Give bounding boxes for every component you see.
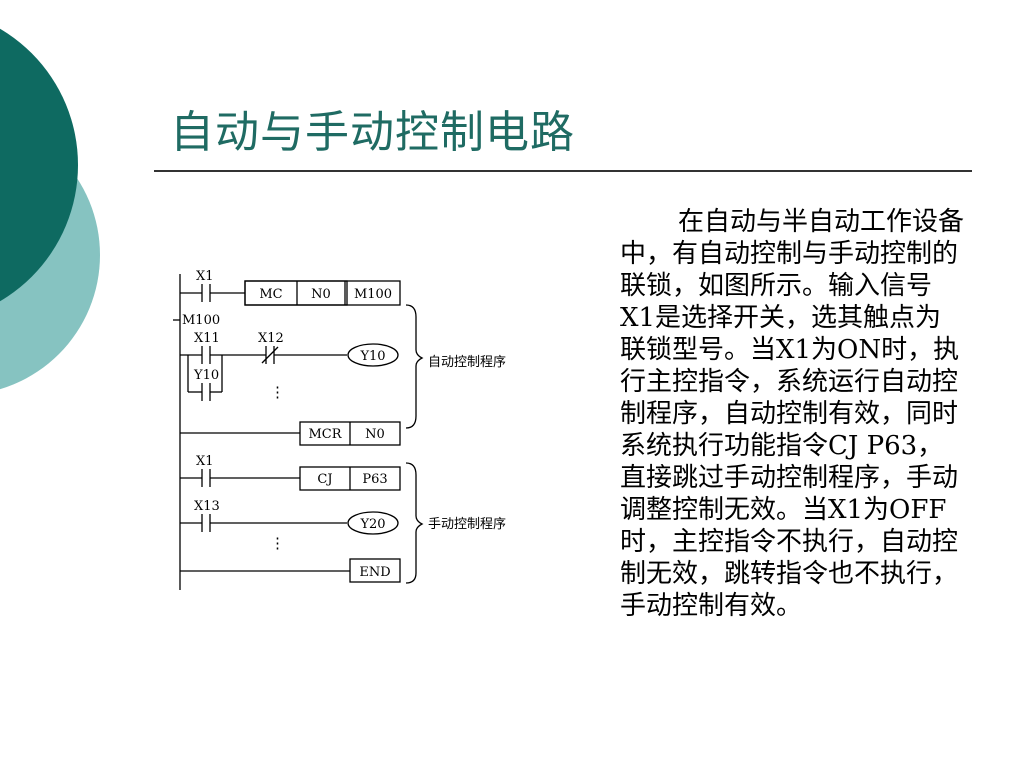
ellipsis-auto: ⋮ [270, 383, 285, 401]
ellipsis-manual: ⋮ [270, 534, 285, 552]
coil-y10-label: Y10 [359, 349, 385, 364]
coil-y20-label: Y20 [359, 517, 385, 532]
label-x1-mid: X1 [196, 454, 214, 469]
slide-title: 自动与手动控制电路 [170, 107, 575, 158]
mc-n0: N0 [311, 287, 331, 302]
coil-y10 [347, 343, 399, 367]
mcr-n0: N0 [365, 427, 385, 442]
label-x1-top: X1 [196, 269, 214, 284]
mc-m100: M100 [354, 287, 392, 302]
decorative-circles [0, 28, 100, 390]
coil-y20 [347, 511, 399, 535]
dark-teal-circle [0, 28, 78, 302]
auto-bracket [405, 304, 424, 429]
end-op: END [359, 565, 390, 580]
title-divider [154, 170, 972, 172]
auto-program-label: 自动控制程序 [428, 355, 506, 370]
manual-program-label: 手动控制程序 [428, 517, 506, 532]
label-x13: X13 [194, 499, 220, 514]
label-m100: M100 [182, 313, 220, 328]
cj-p63: P63 [362, 472, 387, 487]
label-y10-contact: Y10 [193, 368, 219, 383]
label-x12: X12 [258, 331, 284, 346]
cj-op: CJ [317, 472, 332, 487]
manual-bracket [405, 462, 424, 584]
body-text: 在自动与半自动工作设备中，有自动控制与手动控制的联锁，如图所示。输入信号X1是选… [620, 207, 965, 621]
mc-op: MC [259, 287, 282, 302]
end-box [349, 558, 401, 583]
mcr-op: MCR [308, 427, 342, 442]
ladder-diagram: X1 M100 X11 X12 Y10 X1 X13 MC N0 M100 MC… [173, 269, 506, 590]
body-paragraph: 在自动与半自动工作设备中，有自动控制与手动控制的联锁，如图所示。输入信号X1是选… [620, 206, 965, 622]
label-x11: X11 [194, 331, 220, 346]
